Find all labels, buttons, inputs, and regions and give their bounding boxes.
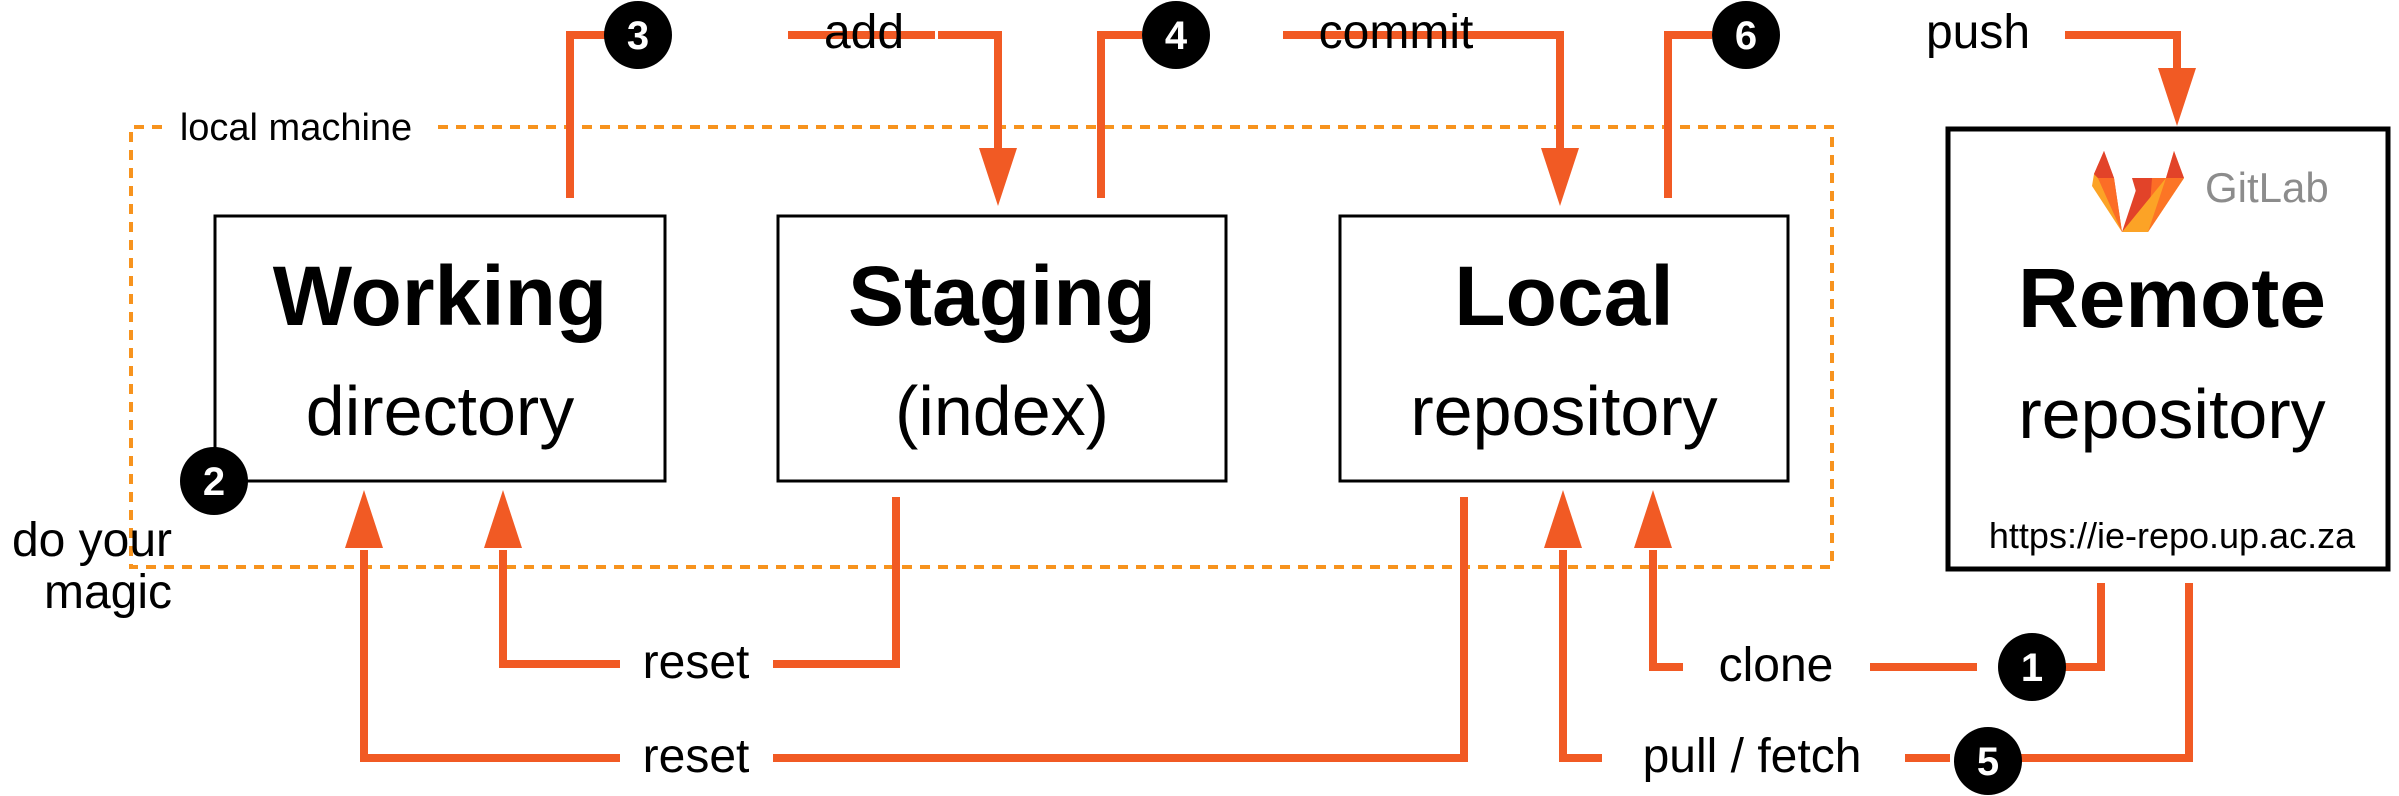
- svg-text:5: 5: [1977, 740, 1999, 784]
- gitlab-wordmark: GitLab: [2205, 164, 2329, 211]
- clone-arrow: [1634, 490, 2105, 671]
- step-badge-5: 5: [1954, 727, 2022, 795]
- working-title: Working: [273, 249, 607, 343]
- do-your-magic-line1: do your: [12, 514, 172, 567]
- local-machine-boundary: local machine: [129, 107, 1834, 569]
- reset-local-arrow: [345, 490, 1468, 762]
- reset-local-label: reset: [643, 730, 750, 783]
- remote-subtitle: repository: [2018, 375, 2325, 453]
- step-badge-2: 2: [180, 447, 248, 515]
- add-arrow: [566, 31, 1017, 206]
- pull-fetch-label: pull / fetch: [1643, 730, 1862, 783]
- staging-title: Staging: [848, 249, 1156, 343]
- remote-title: Remote: [2018, 251, 2326, 345]
- staging-index-box: Staging (index): [776, 214, 1228, 483]
- step-badge-3: 3: [604, 1, 672, 69]
- working-directory-box: Working directory: [213, 214, 667, 483]
- step-badge-4: 4: [1142, 1, 1210, 69]
- local-subtitle: repository: [1410, 372, 1717, 450]
- svg-text:3: 3: [627, 14, 649, 58]
- svg-text:6: 6: [1735, 14, 1757, 58]
- staging-subtitle: (index): [895, 372, 1109, 450]
- remote-url: https://ie-repo.up.ac.za: [1989, 515, 2356, 556]
- push-arrow: [1664, 31, 2196, 198]
- local-title: Local: [1454, 249, 1673, 343]
- add-label: add: [824, 6, 904, 59]
- svg-text:4: 4: [1165, 14, 1188, 58]
- commit-arrow: [1097, 31, 1579, 206]
- clone-label: clone: [1719, 639, 1834, 692]
- push-label: push: [1926, 6, 2030, 59]
- step-badge-1: 1: [1998, 633, 2066, 701]
- do-your-magic-line2: magic: [44, 566, 172, 619]
- local-machine-label: local machine: [180, 107, 412, 149]
- reset-staging-label: reset: [643, 636, 750, 689]
- svg-text:1: 1: [2021, 646, 2043, 690]
- working-subtitle: directory: [306, 372, 574, 450]
- remote-repository-box: GitLab Remote repository https://ie-repo…: [1945, 126, 2391, 572]
- local-repository-box: Local repository: [1338, 214, 1790, 483]
- boundary-line: [129, 125, 1834, 569]
- gitlab-logo-icon: [2092, 151, 2184, 232]
- reset-staging-arrow: [484, 490, 900, 668]
- commit-label: commit: [1319, 6, 1474, 59]
- step-badge-6: 6: [1712, 1, 1780, 69]
- pull-fetch-arrow: [1544, 490, 2193, 762]
- svg-text:2: 2: [203, 460, 225, 504]
